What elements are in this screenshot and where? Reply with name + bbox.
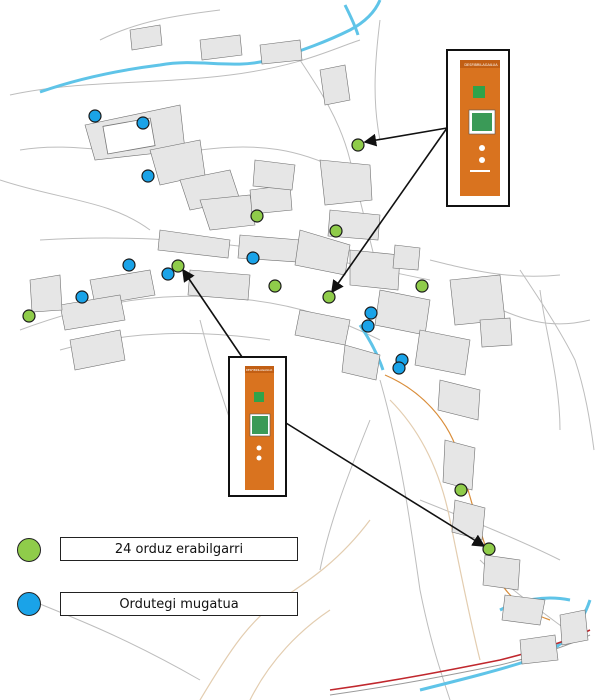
defibrillator-24h-marker xyxy=(482,542,496,556)
arrow-bottom-to-south xyxy=(285,422,486,547)
defibrillator-24h-marker xyxy=(415,279,429,293)
callout-arrows xyxy=(182,127,486,547)
kiosk-header-top: DESFIBRILAGAILUA xyxy=(464,63,498,67)
defibrillator-24h-marker xyxy=(250,209,264,223)
kiosk-header-bottom: DESFIBRILAGAILUA xyxy=(246,368,273,372)
defibrillator-limited-hours-marker xyxy=(122,258,136,272)
defibrillator-24h-marker xyxy=(454,483,468,497)
defibrillator-limited-hours-marker xyxy=(88,109,102,123)
railway-bed xyxy=(329,634,591,696)
defibrillator-limited-hours-marker xyxy=(75,290,89,304)
defibrillator-24h-marker xyxy=(322,290,336,304)
defibrillator-limited-hours-marker xyxy=(161,267,175,281)
legend-green-dot xyxy=(17,538,41,562)
defibrillator-kiosk-icon xyxy=(245,366,274,490)
blue-markers xyxy=(75,109,409,375)
legend-blue-dot xyxy=(17,592,41,616)
legend-blue-label: Ordutegi mugatua xyxy=(119,596,239,612)
defibrillator-24h-marker xyxy=(329,224,343,238)
arrow-top-to-upper xyxy=(363,127,448,147)
legend-green-label-box: 24 orduz erabilgarri xyxy=(60,537,298,561)
arrow-bottom-to-west xyxy=(182,268,243,358)
legend-blue-label-box: Ordutegi mugatua xyxy=(60,592,298,616)
defibrillator-limited-hours-marker xyxy=(136,116,150,130)
defibrillator-24h-marker xyxy=(22,309,36,323)
defibrillator-limited-hours-marker xyxy=(141,169,155,183)
legend-green-label: 24 orduz erabilgarri xyxy=(114,541,244,557)
defibrillator-24h-marker xyxy=(171,259,185,273)
defibrillator-kiosk-icon xyxy=(460,60,500,196)
defibrillator-24h-marker xyxy=(268,279,282,293)
arrow-top-to-center xyxy=(331,127,448,294)
defibrillator-limited-hours-marker xyxy=(246,251,260,265)
defibrillator-limited-hours-marker xyxy=(392,361,406,375)
defibrillator-limited-hours-marker xyxy=(361,319,375,333)
green-markers xyxy=(22,138,496,556)
defibrillator-limited-hours-marker xyxy=(364,306,378,320)
defibrillator-24h-marker xyxy=(351,138,365,152)
